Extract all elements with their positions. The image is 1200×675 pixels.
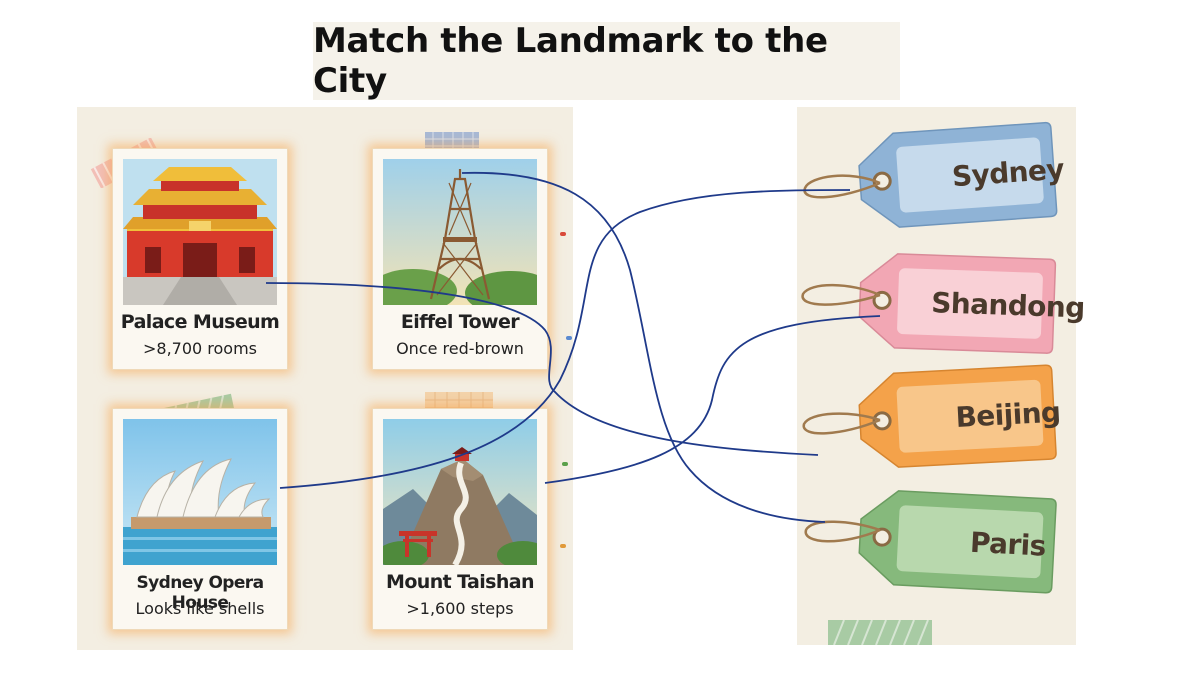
decorative-pin (560, 544, 566, 548)
city-tag-label: Shandong (930, 285, 1086, 324)
landmark-name: Sydney Opera House (136, 573, 265, 613)
city-tag-label: Beijing (954, 395, 1062, 434)
decorative-pin (560, 232, 566, 236)
landmark-card-palace-museum[interactable]: Palace Museum >8,700 rooms (112, 148, 288, 370)
washi-tape-green-bottom (828, 619, 932, 645)
city-tag-shandong[interactable]: Shandong (854, 249, 1085, 358)
city-tag-label: Sydney (950, 152, 1065, 193)
landmark-card-sydney-opera-house[interactable]: Sydney Opera House Looks like shells (112, 408, 288, 630)
city-tag-sydney[interactable]: Sydney (853, 118, 1065, 234)
city-tag-beijing[interactable]: Beijing (853, 361, 1061, 473)
decorative-pin (566, 336, 572, 340)
landmark-card-eiffel-tower[interactable]: Eiffel Tower Once red-brown (372, 148, 548, 370)
landmark-fact: >1,600 steps (406, 599, 514, 618)
landmark-name: Eiffel Tower (400, 311, 520, 333)
landmark-fact: Once red-brown (396, 339, 524, 358)
mount-taishan-illustration (383, 419, 537, 565)
landmark-name: Palace Museum (120, 311, 280, 333)
landmark-fact: Looks like shells (135, 599, 265, 618)
landmark-name: Mount Taishan (386, 571, 535, 593)
landmark-fact: >8,700 rooms (142, 339, 258, 358)
landmark-card-mount-taishan[interactable]: Mount Taishan >1,600 steps (372, 408, 548, 630)
eiffel-tower-illustration (383, 159, 537, 305)
city-tag-paris[interactable]: Paris (853, 485, 1058, 597)
palace-museum-illustration (123, 159, 277, 305)
page-title: Match the Landmark to the City (313, 21, 828, 101)
decorative-pin (562, 462, 568, 466)
sydney-opera-house-illustration (123, 419, 277, 565)
title-banner: Match the Landmark to the City (313, 21, 900, 101)
city-tag-label: Paris (969, 525, 1047, 563)
